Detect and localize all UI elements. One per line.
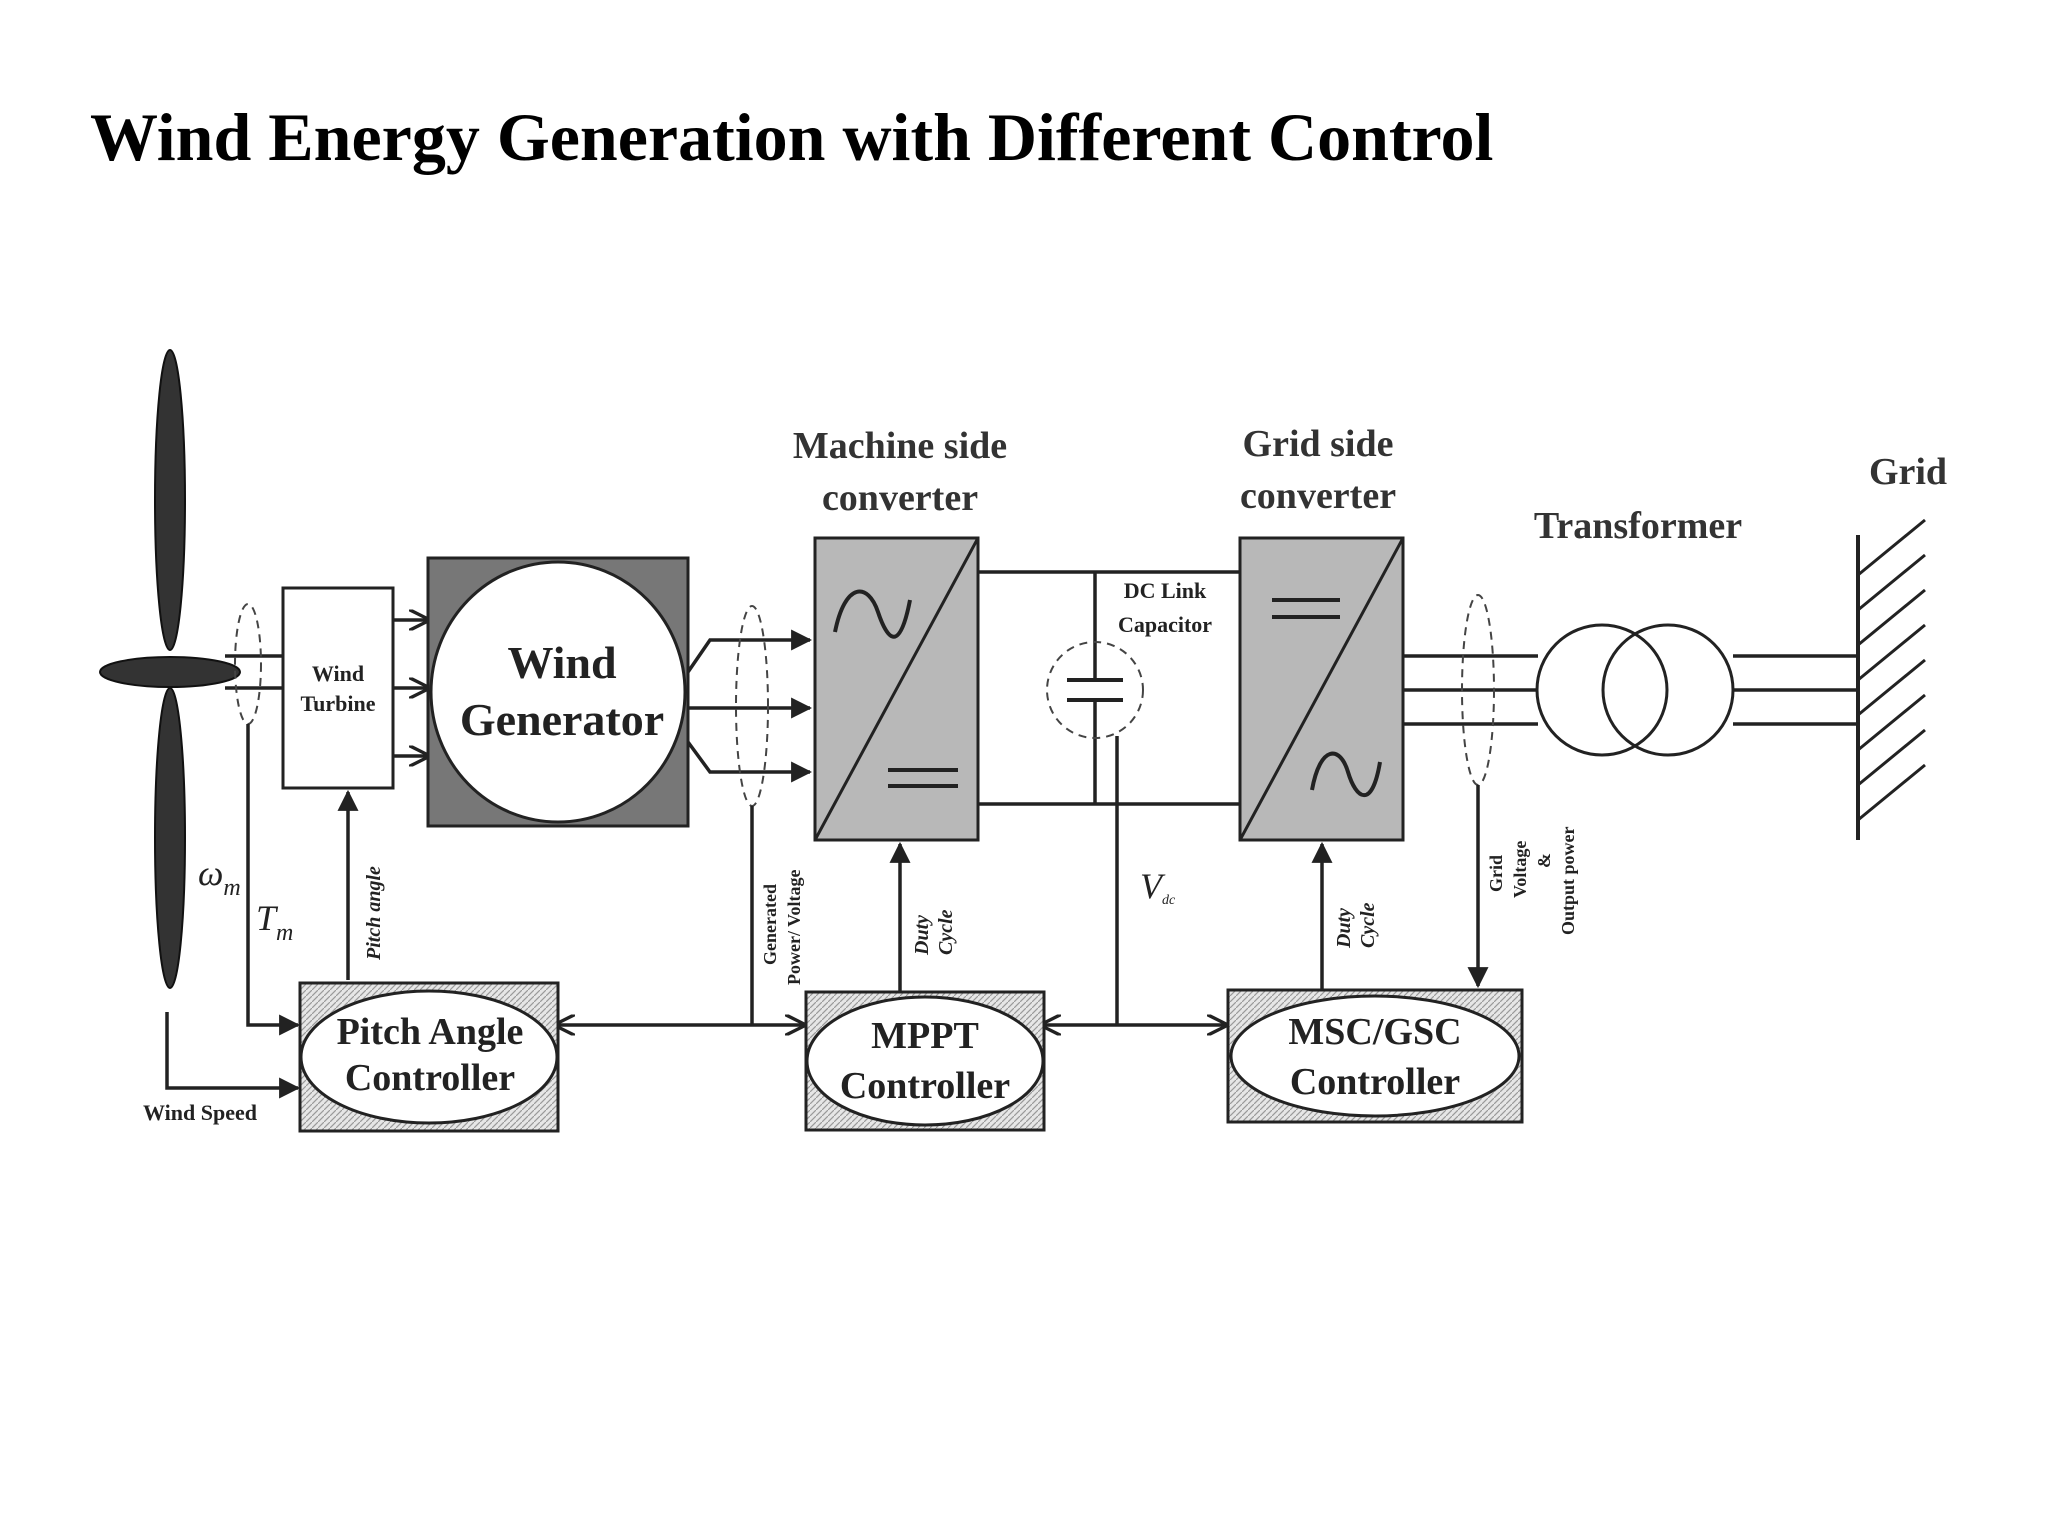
machine-side-label-2: converter [822, 477, 978, 519]
grid-ground-icon [1856, 518, 1926, 840]
grid-side-label-1: Grid side [1243, 423, 1394, 465]
pitch-controller-label-2: Controller [345, 1057, 515, 1099]
grid-voltage-label-3: & [1534, 853, 1554, 868]
grid-label: Grid [1869, 451, 1947, 493]
grid-side-converter [1238, 536, 1405, 842]
grid-voltage-label-2: Voltage [1510, 841, 1530, 898]
msc-gsc-controller-label-2: Controller [1290, 1061, 1460, 1103]
shaft-measure-ellipse [234, 603, 262, 725]
phase-line-a [686, 629, 813, 673]
wind-speed-line [165, 1012, 301, 1099]
rotor-blades-icon [99, 349, 241, 989]
torque-label: Tm [256, 898, 293, 946]
machine-side-converter [813, 536, 980, 842]
vdc-label: Vdc [1140, 866, 1176, 908]
msc-gsc-controller: MSC/GSC Controller [1226, 988, 1524, 1124]
wind-generator-label-2: Generator [460, 694, 664, 745]
wind-turbine-label-2: Turbine [300, 691, 375, 716]
pitch-controller-label-1: Pitch Angle [337, 1011, 524, 1053]
pitch-angle-label: Pitch angle [363, 866, 385, 961]
duty-cycle-2-label-2: Cycle [1357, 902, 1379, 948]
generated-label-1: Generated [760, 884, 780, 965]
page-title: Wind Energy Generation with Different Co… [90, 99, 1494, 175]
wind-generator-circle [429, 560, 687, 824]
duty-cycle-1-label-2: Cycle [935, 909, 957, 955]
duty-cycle-1-label-1: Duty [911, 915, 933, 956]
generated-label-2: Power/ Voltage [784, 870, 804, 985]
wind-turbine-label-1: Wind [312, 661, 364, 686]
grid-side-label-2: converter [1240, 475, 1396, 517]
grid-voltage-label-1: Grid [1486, 855, 1506, 892]
omega-label: ωm [198, 853, 241, 901]
dc-link-label-2: Capacitor [1118, 612, 1212, 637]
grid-voltage-label-4: Output power [1558, 826, 1578, 935]
mppt-controller: MPPT Controller [804, 990, 1046, 1132]
ac-sine-icon [833, 589, 912, 639]
transformer-label: Transformer [1534, 505, 1742, 547]
wind-turbine-box [281, 586, 395, 790]
generator-measure-ellipse [735, 605, 769, 807]
transformer-coil-left-icon [1535, 623, 1669, 757]
mppt-controller-label-2: Controller [840, 1065, 1010, 1107]
ac-sine-icon [1310, 751, 1382, 798]
machine-side-label-1: Machine side [793, 425, 1007, 467]
wind-generator-label-1: Wind [507, 637, 617, 688]
capacitor-ellipse [1046, 641, 1144, 739]
dc-link-label-1: DC Link [1124, 578, 1207, 603]
wind-speed-label: Wind Speed [143, 1100, 257, 1125]
pitch-angle-controller: Pitch Angle Controller [298, 981, 560, 1133]
mppt-controller-label-1: MPPT [871, 1015, 979, 1057]
msc-gsc-controller-label-1: MSC/GSC [1288, 1011, 1461, 1053]
omega-signal-line [246, 724, 301, 1036]
phase-line-c [686, 740, 813, 783]
duty-cycle-2-label-1: Duty [1333, 908, 1355, 949]
